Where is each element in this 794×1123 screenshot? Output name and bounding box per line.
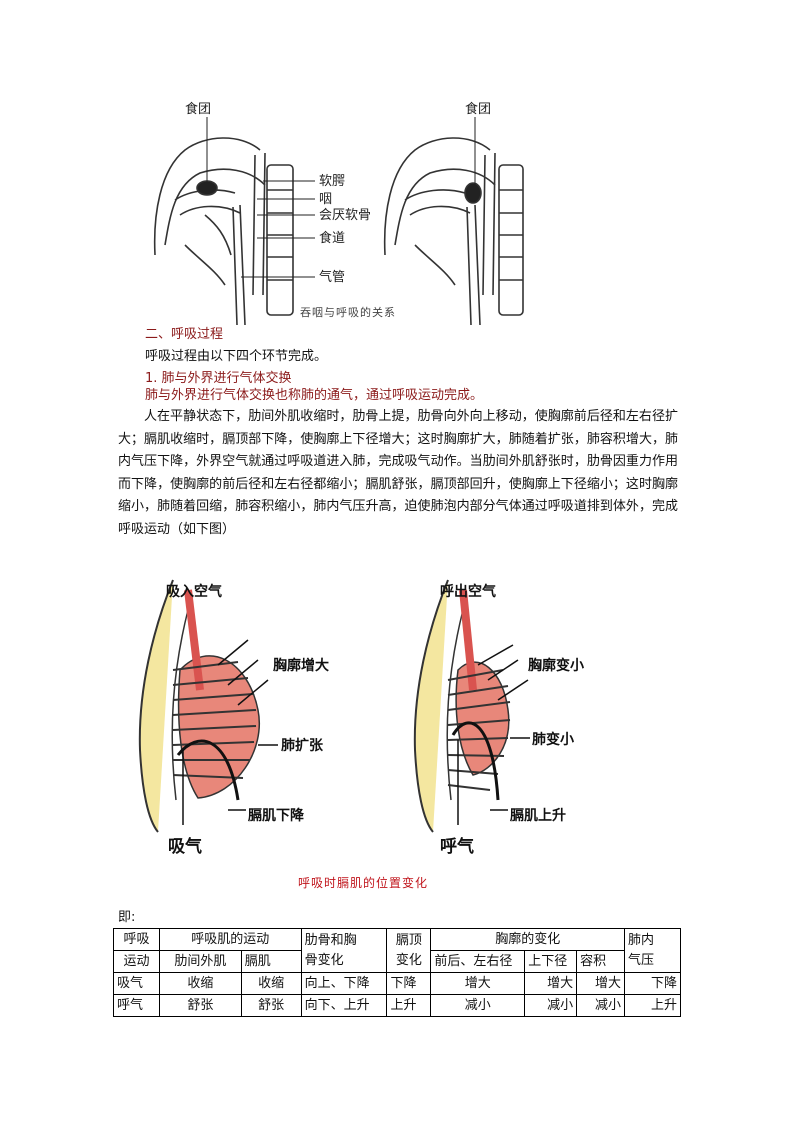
- cell-fb: 增大: [430, 972, 526, 995]
- cell-fb: 减小: [430, 994, 526, 1017]
- header-muscle: 呼吸肌的运动: [158, 928, 302, 951]
- diaphragm-breathing-diagram: 吸入空气 胸廓增大 肺扩张 膈肌下降 吸气 呼出空气 胸廓变小 肺变小 膈肌上升…: [138, 579, 584, 857]
- header-dome-b: 变化: [395, 952, 422, 968]
- label-pharynx: 咽: [319, 192, 332, 207]
- label-exhale-air: 呼出空气: [440, 583, 496, 600]
- label-food-bolus-right: 食团: [465, 101, 491, 117]
- row-name: 呼气: [113, 994, 160, 1017]
- header-movement: 运动: [113, 950, 160, 973]
- table-header-row-2: 运动 肋间外肌 膈肌 前后、左右径 上下径 容积: [113, 950, 681, 973]
- header-dome-a: 膈顶: [395, 932, 422, 948]
- section-intro: 呼吸过程由以下四个环节完成。: [145, 349, 328, 364]
- header-chest-change: 胸廓的变化: [430, 928, 626, 951]
- label-diaphragm-up: 膈肌上升: [509, 807, 566, 824]
- table-row: 吸气 收缩 收缩 向上、下降 下降 增大 增大 增大 下降: [113, 972, 681, 995]
- cell-pressure: 上升: [624, 994, 681, 1017]
- header-diaphragm: 膈肌: [240, 950, 302, 973]
- swallowing-breathing-diagram: 食团 软腭 咽 会厌软骨 食道 气管 食团: [153, 101, 524, 325]
- label-soft-palate: 软腭: [319, 174, 345, 189]
- figure2-caption: 呼吸时膈肌的位置变化: [298, 876, 429, 890]
- header-rib-a: 肋骨和胸: [304, 932, 357, 948]
- cell-dome: 下降: [386, 972, 432, 995]
- cell-volume: 减小: [576, 994, 626, 1017]
- label-exhale: 呼气: [440, 836, 474, 857]
- header-pressure: 肺内气压: [624, 928, 681, 973]
- cell-diaphragm: 舒张: [240, 994, 302, 1017]
- header-phase: 呼吸: [113, 928, 160, 951]
- header-volume: 容积: [576, 950, 626, 973]
- header-dome-change: 膈顶变化: [386, 928, 432, 973]
- row-name: 吸气: [113, 972, 160, 995]
- label-trachea: 气管: [319, 269, 345, 285]
- label-lung-expand: 肺扩张: [281, 737, 324, 754]
- section-heading: 二、呼吸过程: [145, 327, 224, 342]
- breathing-summary-table: 呼吸 呼吸肌的运动 肋骨和胸骨变化 膈顶变化 胸廓的变化 肺内气压 运动 肋间外…: [113, 928, 681, 1017]
- cell-volume: 增大: [576, 972, 626, 995]
- sub-intro: 肺与外界进行气体交换也称肺的通气，通过呼吸运动完成。: [145, 388, 484, 403]
- header-fb-lr: 前后、左右径: [430, 950, 526, 973]
- cell-ud: 增大: [524, 972, 578, 995]
- header-rib-change: 肋骨和胸骨变化: [300, 928, 388, 973]
- body-paragraph: 人在平静状态下，肋间外肌收缩时，肋骨上提，肋骨向外向上移动，使胸廓前后径和左右径…: [118, 409, 678, 537]
- header-intercostal: 肋间外肌: [158, 950, 242, 973]
- figure1-caption: 吞咽与呼吸的关系: [300, 306, 396, 319]
- cell-intercostal: 收缩: [158, 972, 242, 995]
- header-press-b: 气压: [628, 952, 655, 968]
- header-ud: 上下径: [524, 950, 578, 973]
- label-chest-enlarge: 胸廓增大: [273, 657, 329, 674]
- label-food-bolus-left: 食团: [185, 101, 211, 117]
- header-rib-b: 骨变化: [304, 952, 344, 968]
- table-row: 呼气 舒张 舒张 向下、上升 上升 减小 减小 减小 上升: [113, 994, 681, 1017]
- cell-pressure: 下降: [624, 972, 681, 995]
- label-inhale: 吸气: [168, 836, 202, 857]
- cell-rib: 向上、下降: [300, 972, 388, 995]
- cell-rib: 向下、上升: [300, 994, 388, 1017]
- cell-diaphragm: 收缩: [240, 972, 302, 995]
- label-diaphragm-down: 膈肌下降: [247, 807, 305, 824]
- label-esophagus: 食道: [319, 230, 345, 246]
- label-epiglottis: 会厌软骨: [319, 208, 371, 223]
- cell-ud: 减小: [524, 994, 578, 1017]
- summary-label: 即:: [118, 910, 136, 925]
- label-chest-shrink: 胸廓变小: [528, 657, 584, 674]
- cell-intercostal: 舒张: [158, 994, 242, 1017]
- table-header-row-1: 呼吸 呼吸肌的运动 肋骨和胸骨变化 膈顶变化 胸廓的变化 肺内气压: [113, 928, 681, 973]
- label-inhale-air: 吸入空气: [166, 583, 222, 600]
- header-press-a: 肺内: [628, 932, 655, 948]
- sub-heading: 1. 肺与外界进行气体交换: [145, 371, 292, 386]
- cell-dome: 上升: [386, 994, 432, 1017]
- label-lung-shrink: 肺变小: [532, 731, 574, 748]
